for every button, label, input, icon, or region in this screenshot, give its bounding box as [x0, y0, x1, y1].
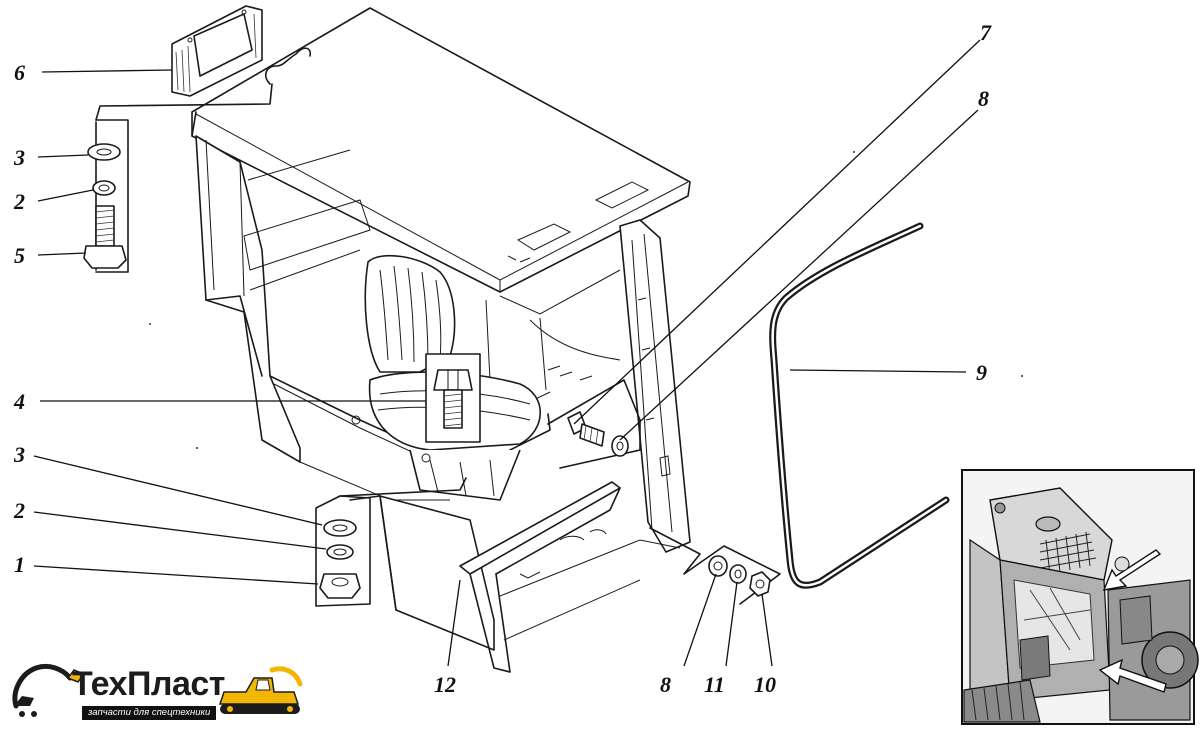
callout-11: 11	[704, 672, 725, 697]
callout-8-bottom: 8	[660, 672, 671, 697]
part-9-rubber-seal	[769, 222, 950, 589]
part-8-11-10-fastener-group	[649, 527, 781, 605]
machine-photo-inset	[961, 469, 1199, 725]
nut-kit-bottom	[315, 477, 467, 607]
callout-labels: 6 3 2 5 4 3 2 1 7 8 9 12 8 11 10	[13, 20, 992, 697]
cab-assembly	[191, 7, 691, 673]
callout-12: 12	[434, 672, 456, 697]
part-7-8-bolt-group	[547, 379, 641, 469]
callout-8-top: 8	[978, 86, 989, 111]
excavator-logo-icon	[12, 663, 86, 717]
callout-10: 10	[754, 672, 776, 697]
callout-2-bottom: 2	[13, 498, 25, 523]
callout-2-top: 2	[13, 189, 25, 214]
part-6-rear-plate	[171, 5, 263, 97]
part-4-bolt-inset	[425, 353, 481, 443]
callout-3-top: 3	[13, 145, 25, 170]
callout-9: 9	[976, 360, 987, 385]
callout-4: 4	[13, 389, 25, 414]
logo-wordmark: ТехПласт	[72, 665, 225, 703]
cab-front-pillar	[619, 219, 691, 553]
callout-3-bottom: 3	[13, 442, 25, 467]
bulldozer-logo-icon	[218, 666, 303, 714]
cab-lower-body	[379, 495, 495, 651]
callout-7: 7	[980, 20, 992, 45]
cab-roof	[191, 7, 691, 293]
company-logo: ТехПласт запчасти для спецтехники	[10, 656, 310, 728]
callout-5: 5	[14, 243, 25, 268]
callout-6: 6	[14, 60, 25, 85]
bolt-kit-top	[83, 83, 273, 273]
callout-1: 1	[14, 552, 25, 577]
logo-tagline: запчасти для спецтехники	[82, 706, 217, 720]
